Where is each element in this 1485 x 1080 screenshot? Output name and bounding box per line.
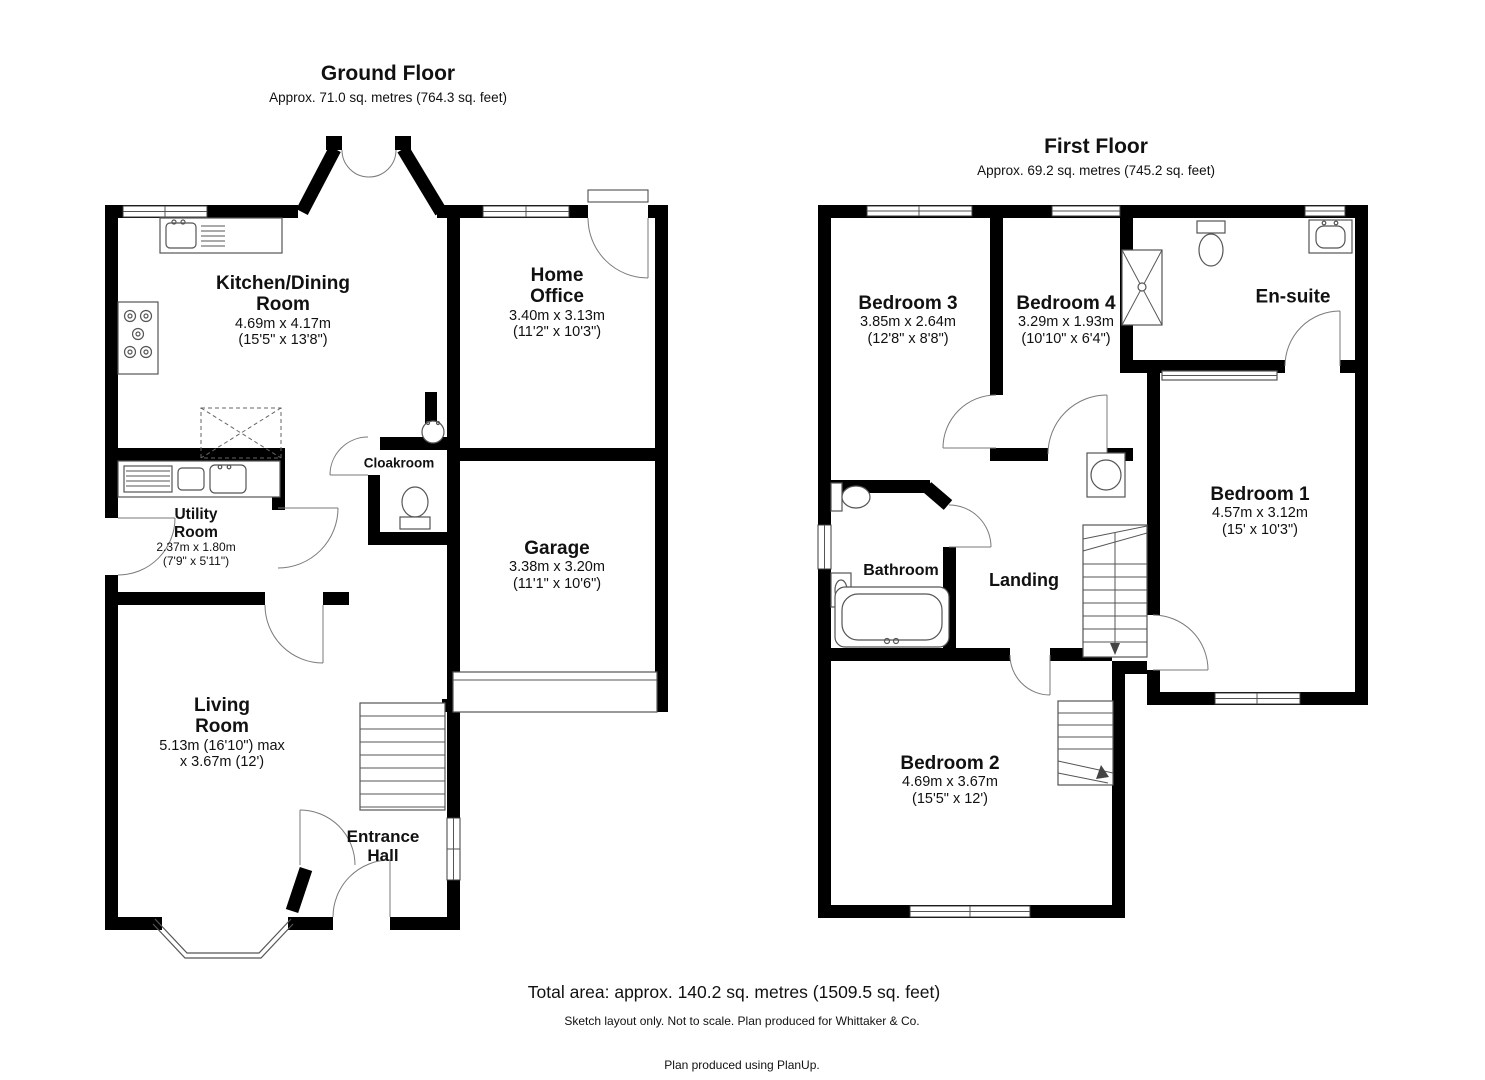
ff-doors [942, 310, 1341, 696]
cloakroom-toilet-icon [399, 486, 431, 530]
bedroom2-window [909, 905, 1031, 918]
home-office-door [587, 189, 649, 279]
french-doors [341, 149, 397, 178]
garage-door [452, 671, 658, 713]
room-label-cloakroom: Cloakroom [363, 455, 435, 471]
bathroom-window [817, 524, 832, 570]
credit-text: Plan produced using PlanUp. [664, 1058, 820, 1072]
front-door [332, 859, 391, 918]
first-floor-plan [817, 205, 1368, 918]
ground-floor-title-block: Ground Floor Approx. 71.0 sq. metres (76… [269, 62, 507, 105]
shower-icon [1121, 249, 1163, 326]
room-label-landing: Landing [989, 569, 1059, 590]
room-label-home-office: Home Office 3.40m x 3.13m (11'2" x 10'3"… [509, 265, 605, 341]
entrance-hall-window [446, 817, 461, 881]
bath-icon [834, 586, 950, 648]
bedroom1-window [1214, 692, 1301, 705]
room-label-ensuite: En-suite [1255, 286, 1331, 308]
hob-icon [117, 301, 159, 375]
bedroom3-door [942, 394, 997, 449]
bedroom4-window [1051, 205, 1121, 217]
room-label-bedroom3: Bedroom 3 3.85m x 2.64m (12'8" x 8'8") [858, 292, 958, 347]
room-label-bathroom: Bathroom [863, 561, 939, 579]
room-label-bedroom2: Bedroom 2 4.69m x 3.67m (15'5" x 12') [900, 752, 1000, 807]
utility-hall-door [277, 507, 339, 569]
airing-cupboard [1086, 452, 1126, 498]
total-area-text: Total area: approx. 140.2 sq. metres (15… [527, 982, 941, 1002]
first-floor-area: Approx. 69.2 sq. metres (745.2 sq. feet) [977, 163, 1215, 178]
ground-floor-area: Approx. 71.0 sq. metres (764.3 sq. feet) [269, 90, 507, 105]
room-label-bedroom4: Bedroom 4 3.29m x 1.93m (10'10" x 6'4") [1016, 292, 1116, 347]
bedroom1-door [1152, 614, 1209, 671]
home-office-window [482, 205, 570, 218]
room-label-living-room: Living Room 5.13m (16'10") max x 3.67m (… [159, 695, 285, 771]
room-label-kitchen-dining: Kitchen/Dining Room 4.69m x 4.17m (15'5"… [215, 273, 351, 349]
cloakroom-door [329, 436, 369, 476]
room-label-garage: Garage 3.38m x 3.20m (11'1" x 10'6") [509, 537, 605, 592]
bedroom1-wardrobe [1161, 370, 1278, 381]
room-label-bedroom1: Bedroom 1 4.57m x 3.12m (15' x 10'3") [1210, 483, 1310, 538]
ensuite-door [1284, 310, 1341, 367]
bedroom4-door [1047, 394, 1108, 455]
bathroom-toilet-icon [830, 482, 871, 512]
kitchen-sink-icon [159, 217, 283, 254]
bay-window [152, 918, 294, 959]
bedroom2-door [1009, 654, 1051, 696]
cloakroom-sink-icon [421, 420, 445, 444]
room-label-entrance-hall: Entrance Hall [346, 826, 420, 865]
kitchen-window [122, 205, 208, 218]
ground-floor-title: Ground Floor [320, 62, 456, 85]
gf-windows [122, 205, 658, 959]
ff-windows [817, 205, 1346, 918]
utility-sink-icon [117, 460, 281, 498]
gf-doors [117, 149, 649, 918]
bathroom-door [948, 504, 992, 548]
utility-side-door [117, 517, 176, 576]
bedroom3-window [866, 205, 973, 217]
hall-living-door [299, 809, 356, 866]
ff-stairs-lower [1057, 700, 1114, 786]
ensuite-window [1304, 205, 1346, 217]
room-label-utility-room: Utility Room 2.37m x 1.80m (7'9" x 5'11"… [156, 505, 236, 568]
ground-floor-plan [105, 136, 668, 959]
gf-stairs [359, 702, 446, 811]
ff-stairs-upper [1082, 524, 1148, 658]
ensuite-sink-icon [1308, 219, 1353, 254]
first-floor-title-block: First Floor Approx. 69.2 sq. metres (745… [977, 135, 1215, 178]
appliance-space [200, 407, 282, 459]
living-room-door [264, 604, 324, 664]
ensuite-toilet-icon [1196, 220, 1226, 267]
first-floor-title: First Floor [1044, 135, 1148, 158]
disclaimer-text: Sketch layout only. Not to scale. Plan p… [564, 1014, 920, 1028]
